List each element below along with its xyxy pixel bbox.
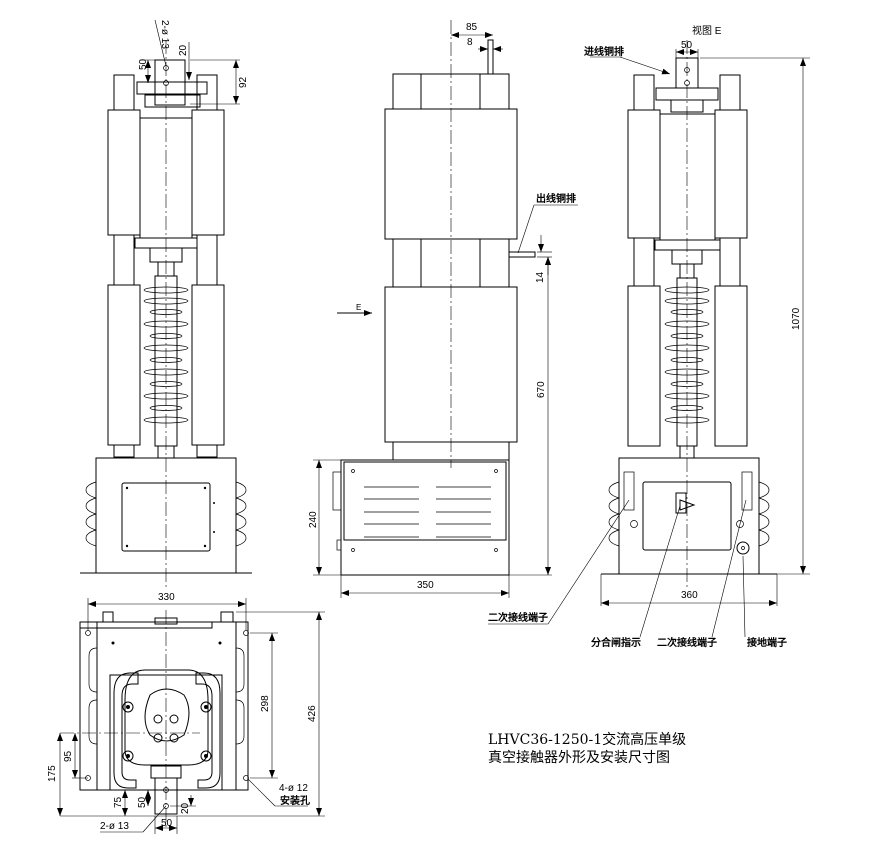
dim-plan-298: 298	[260, 695, 271, 712]
view-e-label: 视图 E	[692, 24, 722, 37]
dim-side-85: 85	[466, 22, 478, 33]
dim-plan-95: 95	[63, 750, 74, 762]
dim-side-350: 350	[417, 580, 434, 591]
bottom-hole-spec: 2-ø 13	[100, 821, 129, 832]
dim-plan-330: 330	[158, 592, 175, 603]
dim-side-240: 240	[308, 511, 319, 528]
top-hole-spec: 2-ø 13	[159, 20, 170, 49]
drawing-title-line2: 真空接触器外形及安装尺寸图	[488, 749, 670, 766]
plan-view	[57, 598, 325, 834]
dim-plan-426: 426	[307, 705, 318, 722]
open-close-indicator-label: 分合闸指示	[591, 636, 641, 649]
dim-side-670: 670	[536, 381, 547, 398]
dim-plan-175: 175	[47, 765, 58, 782]
dim-side-8: 8	[467, 37, 473, 48]
dim-plan-50v: 50	[137, 796, 148, 808]
dim-plan-20: 20	[180, 802, 191, 814]
dim-rear-360: 360	[681, 590, 698, 601]
dim-side-14: 14	[535, 271, 546, 283]
rear-view	[488, 40, 810, 638]
dim-front-top-20: 20	[178, 44, 189, 56]
dim-rear-1070: 1070	[791, 307, 802, 330]
dim-front-top-50: 50	[138, 58, 149, 70]
front-view	[80, 19, 252, 588]
mounting-hole-spec: 4-ø 12	[279, 783, 308, 794]
outgoing-busbar-label: 出线铜排	[536, 192, 576, 205]
side-view	[313, 20, 578, 598]
ground-terminal-label: 接地端子	[747, 636, 787, 649]
secondary-terminal-right-label: 二次接线端子	[657, 636, 717, 649]
view-arrow-label: E	[356, 303, 361, 312]
dim-plan-75: 75	[113, 796, 124, 808]
secondary-terminal-left-label: 二次接线端子	[488, 611, 548, 624]
dim-rear-50: 50	[681, 40, 693, 51]
dim-front-top-92: 92	[238, 76, 249, 88]
drawing-title-line1: LHVC36-1250-1交流高压单级	[488, 731, 686, 748]
mounting-hole-label: 安装孔	[280, 794, 310, 807]
incoming-busbar-label: 进线铜排	[584, 45, 624, 58]
dim-plan-50h: 50	[161, 818, 173, 829]
